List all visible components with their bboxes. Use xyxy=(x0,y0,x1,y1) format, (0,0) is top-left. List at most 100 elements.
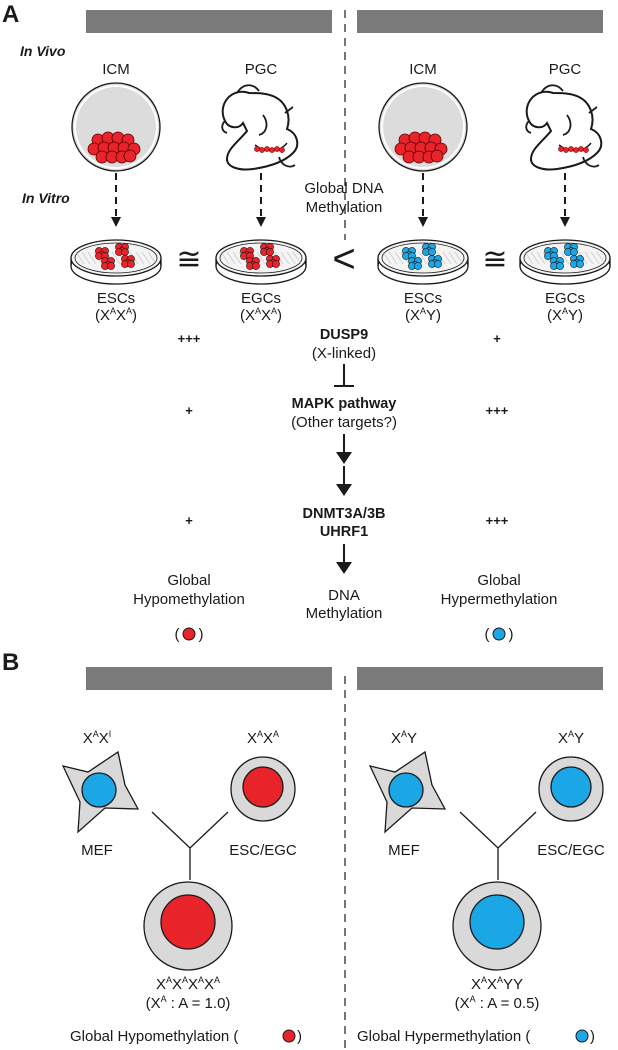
level-right-mapk: +++ xyxy=(486,403,509,418)
fusion-lines-left xyxy=(151,811,229,880)
result-right-label: Global Hypermethylation ( xyxy=(357,1028,530,1045)
header-bar-female xyxy=(86,10,332,33)
header-bar-male xyxy=(357,10,603,33)
cell-colony xyxy=(570,255,584,268)
xlinked-label: (X-linked) xyxy=(312,345,376,362)
red-dot-icon xyxy=(182,627,196,641)
culture-dish-esc-male xyxy=(377,239,469,285)
less-than-symbol: < xyxy=(332,237,355,281)
esc-genotype-right: XAY xyxy=(558,729,584,747)
fusion-lines-right xyxy=(459,811,537,880)
icm-cell xyxy=(430,149,444,163)
pathway-arrowhead-2 xyxy=(336,484,352,496)
header-bar-b-female xyxy=(86,667,332,690)
mef-label-right: MEF xyxy=(388,842,420,859)
level-left-dusp9: +++ xyxy=(178,331,201,346)
result-right-close: ) xyxy=(590,1028,595,1045)
pathway-arrowhead-1 xyxy=(336,452,352,464)
hypo-paren-open: ( xyxy=(175,626,180,643)
hypo-label-2: Hypomethylation xyxy=(133,591,245,608)
esc-label-right: ESC/EGC xyxy=(537,842,605,859)
cell-colony xyxy=(544,247,558,260)
hyper-label-2: Hypermethylation xyxy=(441,591,558,608)
icm-cell xyxy=(123,149,137,163)
mef-cell-icon-female xyxy=(61,750,140,834)
ratio-left: (XA : A = 1.0) xyxy=(146,994,231,1012)
global-dna-label: Global DNA xyxy=(304,180,383,197)
culture-dish-egc-male xyxy=(519,239,611,285)
culture-dish-esc-female xyxy=(70,239,162,285)
esc-egc-cell-icon-male xyxy=(538,756,604,822)
blue-dot-icon-b xyxy=(575,1029,589,1043)
hyper-paren-open: ( xyxy=(485,626,490,643)
in-vitro-label: In Vitro xyxy=(22,190,70,206)
other-targets-label: (Other targets?) xyxy=(291,414,397,431)
hybrid-genotype-right: XAXAYY xyxy=(471,975,523,993)
top-label-icm-1: ICM xyxy=(102,61,130,78)
hypo-label-1: Global xyxy=(167,572,210,589)
red-dot-icon-b xyxy=(282,1029,296,1043)
hybrid-genotype-left: XAXAXAXA xyxy=(156,975,220,993)
embryo-icon-male xyxy=(525,84,603,171)
level-right-dusp9: + xyxy=(493,331,501,346)
header-bar-b-male xyxy=(357,667,603,690)
dish-genotype-2: (XAY) xyxy=(405,306,441,324)
dish-genotype-0: (XAXA) xyxy=(95,306,137,324)
hypo-paren-close: ) xyxy=(199,626,204,643)
panel-a-label: A xyxy=(2,1,19,28)
cell-colony xyxy=(260,243,274,256)
hyper-paren-close: ) xyxy=(509,626,514,643)
esc-egc-cell-icon-female xyxy=(230,756,296,822)
cell-colony xyxy=(246,257,260,270)
mef-label-left: MEF xyxy=(81,842,113,859)
mef-cell-icon-male xyxy=(368,750,447,834)
cell-colony xyxy=(564,243,578,256)
esc-genotype-left: XAXA xyxy=(247,729,279,747)
cell-colony xyxy=(240,247,254,260)
methylation-label: Methylation xyxy=(306,199,383,216)
cell-colony xyxy=(408,257,422,270)
dish-genotype-3: (XAY) xyxy=(547,306,583,324)
methylation-outcome-label: Methylation xyxy=(306,605,383,622)
cell-colony xyxy=(121,255,135,268)
dish-name-0: ESCs xyxy=(97,290,135,307)
dish-name-1: EGCs xyxy=(241,290,281,307)
uhrf1-label: UHRF1 xyxy=(320,524,368,540)
cell-colony xyxy=(266,255,280,268)
icm-blastocyst-icon-male xyxy=(378,82,468,172)
level-left-mapk: + xyxy=(185,403,193,418)
icm-blastocyst-icon-female xyxy=(71,82,161,172)
result-left-close: ) xyxy=(297,1028,302,1045)
cell-colony xyxy=(422,243,436,256)
approx-symbol-left: ≅ xyxy=(176,243,201,276)
top-label-icm-2: ICM xyxy=(409,61,437,78)
cell-colony xyxy=(115,243,129,256)
result-left-label: Global Hypomethylation ( xyxy=(70,1028,238,1045)
level-left-dnmt: + xyxy=(185,513,193,528)
cell-colony xyxy=(428,255,442,268)
dish-name-3: EGCs xyxy=(545,290,585,307)
esc-label-left: ESC/EGC xyxy=(229,842,297,859)
cell-colony xyxy=(101,257,115,270)
cell-colony xyxy=(550,257,564,270)
mef-genotype-right: XAY xyxy=(391,729,417,747)
dusp9-label: DUSP9 xyxy=(320,327,368,343)
level-right-dnmt: +++ xyxy=(486,513,509,528)
blue-dot-icon xyxy=(492,627,506,641)
dish-name-2: ESCs xyxy=(404,290,442,307)
top-label-pgc-2: PGC xyxy=(549,61,582,78)
dish-genotype-1: (XAXA) xyxy=(240,306,282,324)
culture-dish-egc-female xyxy=(215,239,307,285)
hyper-label-1: Global xyxy=(477,572,520,589)
hybrid-cell-icon-male xyxy=(452,881,542,971)
embryo-icon-female xyxy=(221,84,299,171)
ratio-right: (XA : A = 0.5) xyxy=(455,994,540,1012)
mapk-label: MAPK pathway xyxy=(292,396,397,412)
panel-b-label: B xyxy=(2,649,19,676)
approx-symbol-right: ≅ xyxy=(482,243,507,276)
mef-genotype-left: XAXI xyxy=(83,729,112,747)
dna-label: DNA xyxy=(328,587,360,604)
top-label-pgc-1: PGC xyxy=(245,61,278,78)
hybrid-cell-icon-female xyxy=(143,881,233,971)
